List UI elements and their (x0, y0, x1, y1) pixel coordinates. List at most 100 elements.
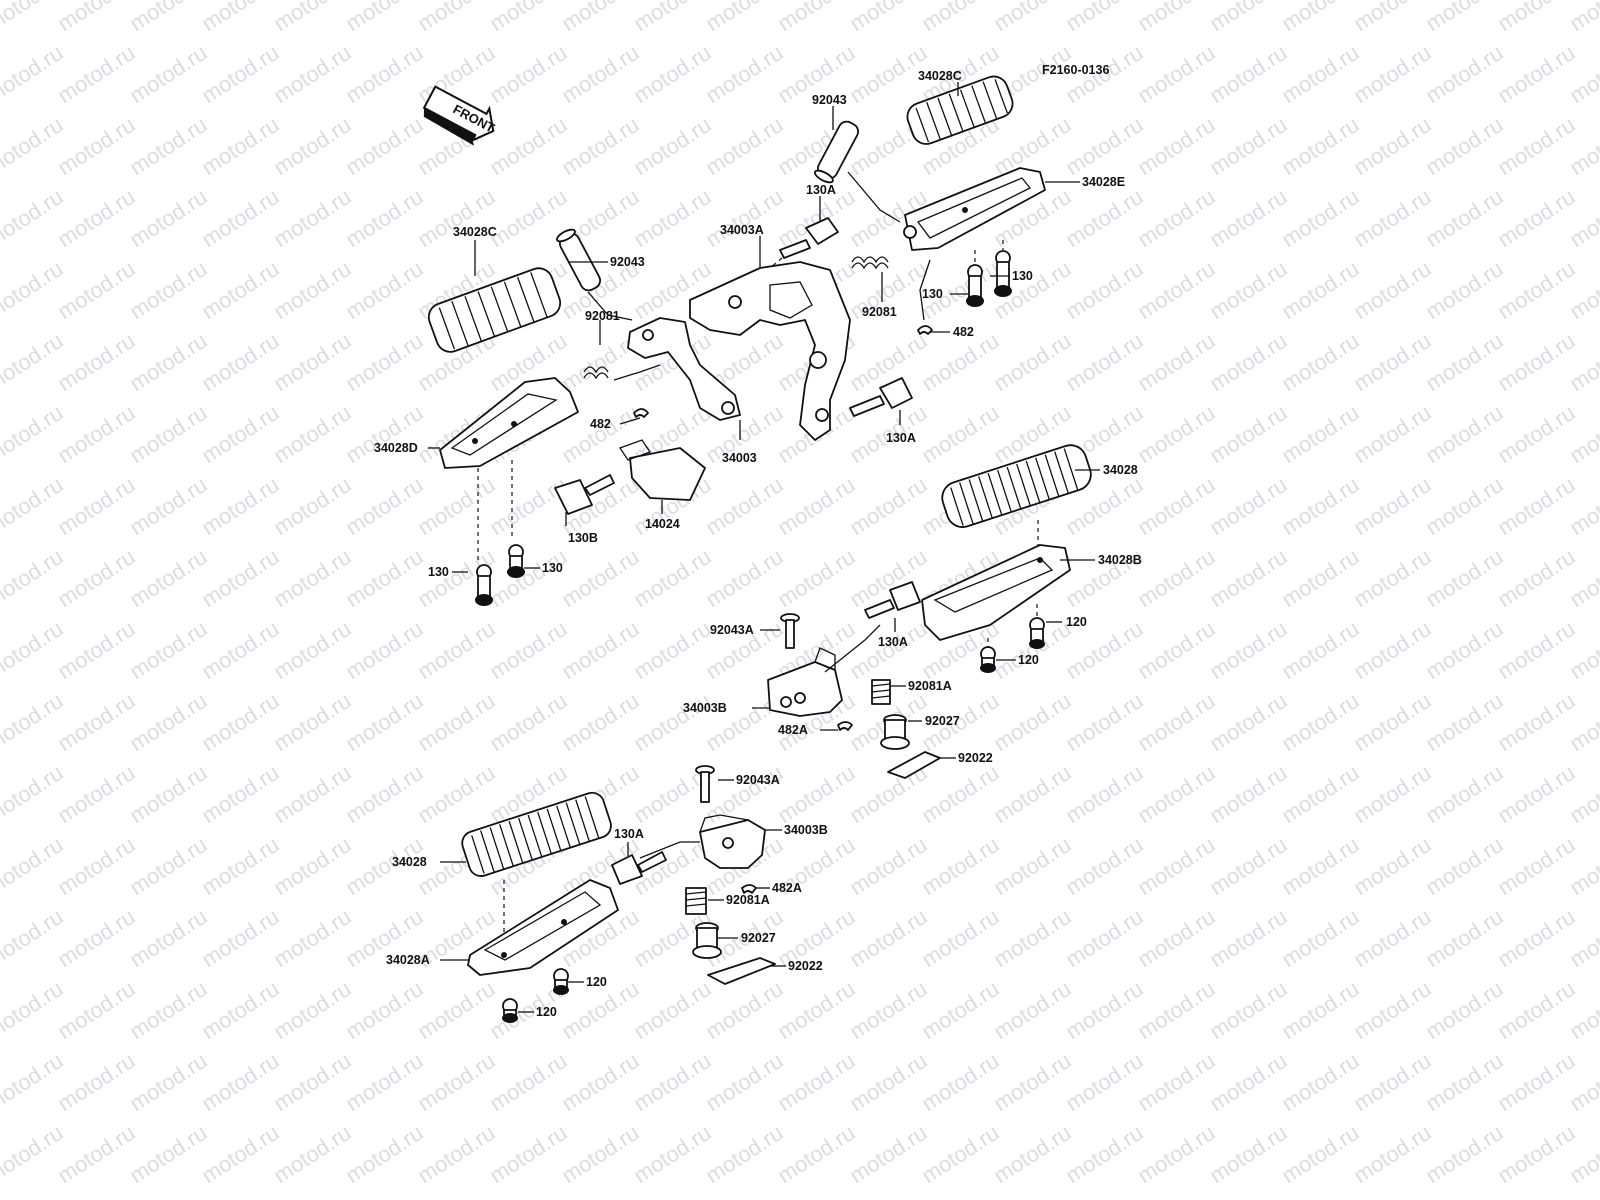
watermark-text: motod.ru (0, 688, 68, 756)
watermark-text: motod.ru (1493, 184, 1579, 252)
watermark-text: motod.ru (341, 472, 427, 540)
watermark-text: motod.ru (1061, 184, 1147, 252)
watermark-text: motod.ru (1493, 760, 1579, 828)
watermark-text: motod.ru (269, 256, 355, 324)
watermark-text: motod.ru (413, 1120, 499, 1188)
label-34028E: 34028E (1082, 175, 1125, 189)
watermark-text: motod.ru (125, 256, 211, 324)
watermark-text: motod.ru (989, 1192, 1075, 1200)
label-92022-mid: 92022 (958, 751, 993, 765)
watermark-text: motod.ru (629, 40, 715, 108)
watermark-text: motod.ru (1205, 688, 1291, 756)
pivot-pin-92043-left (555, 228, 601, 292)
watermark-text: motod.ru (1277, 400, 1363, 468)
watermark-text: motod.ru (125, 832, 211, 900)
watermark-text: motod.ru (989, 328, 1075, 396)
label-120-right-2: 120 (1018, 653, 1039, 667)
watermark-text: motod.ru (1421, 112, 1507, 180)
watermark-text: motod.ru (1421, 1048, 1507, 1116)
watermark-text: motod.ru (557, 1192, 643, 1200)
watermark-text: motod.ru (53, 904, 139, 972)
watermark-text: motod.ru (1133, 544, 1219, 612)
watermark-text: motod.ru (0, 760, 68, 828)
leader-lines (428, 82, 1100, 1013)
watermark-text: motod.ru (125, 1120, 211, 1188)
watermark-text: motod.ru (485, 112, 571, 180)
label-34003: 34003 (722, 451, 757, 465)
watermark-text: motod.ru (1493, 400, 1579, 468)
watermark-text: motod.ru (1421, 328, 1507, 396)
watermark-text: motod.ru (1061, 688, 1147, 756)
watermark-text: motod.ru (1133, 40, 1219, 108)
watermark-text: motod.ru (845, 1120, 931, 1188)
watermark-text: motod.ru (341, 256, 427, 324)
watermark-text: motod.ru (1277, 40, 1363, 108)
watermark-text: motod.ru (1061, 112, 1147, 180)
watermark-text: motod.ru (341, 1192, 427, 1200)
bolt-120-right-2 (980, 646, 996, 673)
watermark-text: motod.ru (485, 1048, 571, 1116)
watermark-text: motod.ru (1133, 256, 1219, 324)
watermark-text: motod.ru (269, 1048, 355, 1116)
watermark-text: motod.ru (701, 184, 787, 252)
watermark-text: motod.ru (1421, 184, 1507, 252)
watermark-text: motod.ru (917, 1120, 1003, 1188)
watermark-text: motod.ru (1421, 256, 1507, 324)
watermark-text: motod.ru (197, 616, 283, 684)
watermark-text: motod.ru (269, 976, 355, 1044)
label-130A-right: 130A (878, 635, 908, 649)
watermark-text: motod.ru (1493, 832, 1579, 900)
watermark-text: motod.ru (269, 1192, 355, 1200)
watermark-text: motod.ru (1421, 904, 1507, 972)
watermark-text: motod.ru (1421, 760, 1507, 828)
label-34028-bottom: 34028 (392, 855, 427, 869)
watermark-text: motod.ru (1493, 40, 1579, 108)
watermark-text: motod.ru (0, 472, 68, 540)
step-bracket-34003A (689, 261, 851, 441)
watermark-text: motod.ru (1349, 112, 1435, 180)
watermark-text: motod.ru (341, 1048, 427, 1116)
watermark-text: motod.ru (269, 1120, 355, 1188)
watermark-text: motod.ru (1493, 688, 1579, 756)
bolt-120-bottom-2 (502, 998, 518, 1023)
label-130B: 130B (568, 531, 598, 545)
bolt-130B (554, 474, 615, 515)
label-130-right-2: 130 (922, 287, 943, 301)
watermark-text: motod.ru (1277, 112, 1363, 180)
label-34028D: 34028D (374, 441, 418, 455)
watermark-text: motod.ru (341, 328, 427, 396)
label-92043-left: 92043 (610, 255, 645, 269)
watermark-text: motod.ru (413, 1192, 499, 1200)
watermark-text: motod.ru (845, 616, 931, 684)
watermark-text: motod.ru (1205, 472, 1291, 540)
watermark-text: motod.ru (413, 1048, 499, 1116)
label-92081-left: 92081 (585, 309, 620, 323)
watermark-text: motod.ru (1277, 616, 1363, 684)
watermark-text: motod.ru (1061, 328, 1147, 396)
watermark-text: motod.ru (1277, 976, 1363, 1044)
spring-92081A-mid (871, 679, 891, 705)
watermark-text: motod.ru (1061, 256, 1147, 324)
label-120-right-1: 120 (1066, 615, 1087, 629)
watermark-text: motod.ru (701, 1192, 787, 1200)
watermark-text: motod.ru (197, 400, 283, 468)
watermark-text: motod.ru (0, 112, 68, 180)
pin-92043A-bottom (695, 765, 715, 803)
watermark-text: motod.ru (0, 328, 68, 396)
label-34028A: 34028A (386, 953, 430, 967)
watermark-text: motod.ru (1349, 832, 1435, 900)
watermark-text: motod.ru (989, 688, 1075, 756)
label-482A-mid: 482A (778, 723, 808, 737)
watermark-text: motod.ru (125, 760, 211, 828)
watermark-text: motod.ru (125, 472, 211, 540)
watermark-text: motod.ru (1133, 1192, 1219, 1200)
label-130A-mid: 130A (886, 431, 916, 445)
label-120-bottom-2: 120 (536, 1005, 557, 1019)
bracket-14024 (619, 439, 706, 501)
watermark-text: motod.ru (1061, 1192, 1147, 1200)
watermark-text: motod.ru (341, 760, 427, 828)
front-arrow-icon (422, 85, 495, 146)
watermark-text: motod.ru (1133, 688, 1219, 756)
watermark-text: motod.ru (1205, 328, 1291, 396)
watermark-text: motod.ru (341, 688, 427, 756)
